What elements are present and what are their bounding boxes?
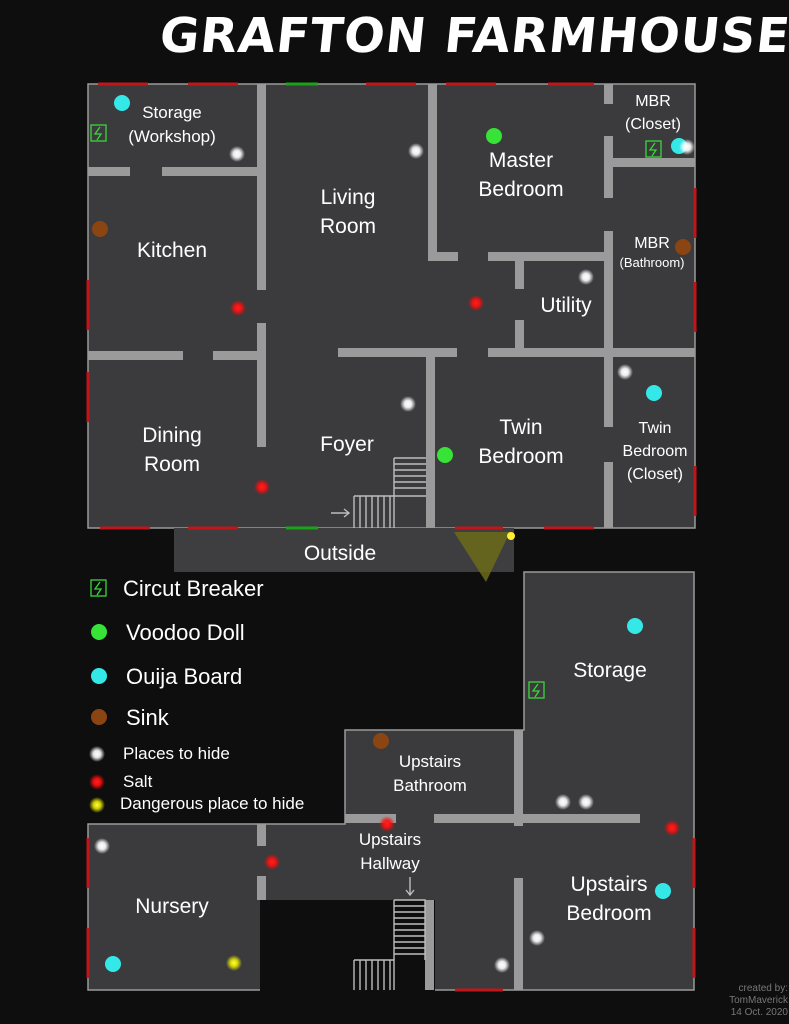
salt-marker bbox=[254, 479, 270, 495]
salt-marker bbox=[664, 820, 680, 836]
voodoo-doll-markers bbox=[437, 128, 502, 463]
voodoo-doll-icon bbox=[91, 624, 107, 640]
hiding-place-marker bbox=[229, 146, 245, 162]
breaker-icon bbox=[90, 124, 107, 142]
danger-icon bbox=[89, 797, 105, 813]
ouija-board-marker bbox=[114, 95, 130, 111]
hiding-place-marker bbox=[529, 930, 545, 946]
ouija-board-marker bbox=[627, 618, 643, 634]
interior-walls bbox=[88, 84, 695, 990]
ground-floor bbox=[87, 83, 696, 529]
camera-icon bbox=[507, 532, 515, 540]
hiding-place-icon bbox=[89, 746, 105, 762]
legend: Circut Breaker Voodoo Doll Ouija Board S… bbox=[89, 576, 304, 813]
windows bbox=[86, 82, 697, 992]
salt-marker bbox=[379, 816, 395, 832]
room-label-foyer: Foyer bbox=[320, 433, 374, 456]
dangerous-hiding-place-marker bbox=[226, 955, 242, 971]
hiding-place-marker bbox=[408, 143, 424, 159]
room-label-storage-workshop: Storage(Workshop) bbox=[128, 103, 216, 146]
ouija-board-marker bbox=[646, 385, 662, 401]
voodoo-doll-marker bbox=[437, 447, 453, 463]
hiding-place-marker bbox=[400, 396, 416, 412]
legend-label: Sink bbox=[126, 705, 170, 730]
doors bbox=[286, 82, 318, 530]
breaker-icon bbox=[528, 681, 545, 699]
room-label-mbr-closet: MBR(Closet) bbox=[625, 93, 681, 133]
legend-label: Salt bbox=[123, 772, 153, 791]
ouija-board-icon bbox=[91, 668, 107, 684]
ouija-board-marker bbox=[655, 883, 671, 899]
credit-line: TomMaverick bbox=[729, 995, 788, 1006]
ouija-board-marker bbox=[105, 956, 121, 972]
author-credit: created by: TomMaverick 14 Oct. 2020 bbox=[718, 983, 788, 1019]
legend-label: Ouija Board bbox=[126, 664, 242, 689]
room-label-mbr-bathroom: MBR(Bathroom) bbox=[619, 235, 684, 270]
sink-marker bbox=[675, 239, 691, 255]
hiding-place-marker bbox=[578, 269, 594, 285]
hiding-place-marker bbox=[494, 957, 510, 973]
camera-view-cone bbox=[454, 532, 510, 582]
sink-icon bbox=[91, 709, 107, 725]
hiding-place-marker bbox=[617, 364, 633, 380]
circuit-breaker-markers bbox=[90, 124, 662, 699]
legend-item-circuit-breaker: Circut Breaker bbox=[90, 576, 264, 601]
credit-line: 14 Oct. 2020 bbox=[730, 1007, 788, 1018]
voodoo-doll-marker bbox=[486, 128, 502, 144]
legend-label: Places to hide bbox=[123, 744, 230, 763]
sink-marker bbox=[373, 733, 389, 749]
legend-item-hide: Places to hide bbox=[89, 744, 230, 763]
breaker-icon bbox=[645, 140, 662, 158]
room-label-utility: Utility bbox=[540, 294, 592, 317]
legend-item-sink: Sink bbox=[91, 705, 170, 730]
legend-label: Voodoo Doll bbox=[126, 620, 245, 645]
legend-label: Dangerous place to hide bbox=[120, 794, 304, 813]
credit-line: created by: bbox=[738, 983, 788, 994]
stairs-ground bbox=[331, 457, 426, 528]
room-label-kitchen: Kitchen bbox=[137, 239, 207, 262]
hiding-place-marker bbox=[679, 139, 695, 155]
salt-marker bbox=[264, 854, 280, 870]
floor-cutout bbox=[260, 900, 435, 992]
breaker-icon bbox=[90, 579, 107, 597]
map-title: GRAFTON FARMHOUSE bbox=[157, 8, 789, 64]
salt-icon bbox=[89, 774, 105, 790]
room-label-storage-upstairs: Storage bbox=[573, 659, 647, 682]
salt-marker bbox=[230, 300, 246, 316]
salt-markers bbox=[230, 295, 680, 870]
legend-item-ouija-board: Ouija Board bbox=[91, 664, 242, 689]
legend-label: Circut Breaker bbox=[123, 576, 264, 601]
hiding-place-marker bbox=[94, 838, 110, 854]
salt-marker bbox=[468, 295, 484, 311]
legend-item-salt: Salt bbox=[89, 772, 153, 791]
legend-item-danger: Dangerous place to hide bbox=[89, 794, 304, 813]
room-label-outside: Outside bbox=[304, 542, 376, 565]
hiding-place-markers bbox=[94, 139, 695, 973]
hiding-place-marker bbox=[555, 794, 571, 810]
floors bbox=[87, 83, 696, 991]
stairs-upper bbox=[353, 877, 426, 990]
room-label-nursery: Nursery bbox=[135, 895, 209, 918]
hiding-place-marker bbox=[578, 794, 594, 810]
sink-markers bbox=[92, 221, 691, 749]
legend-item-voodoo-doll: Voodoo Doll bbox=[91, 620, 245, 645]
sink-marker bbox=[92, 221, 108, 237]
upper-floor bbox=[87, 571, 695, 991]
